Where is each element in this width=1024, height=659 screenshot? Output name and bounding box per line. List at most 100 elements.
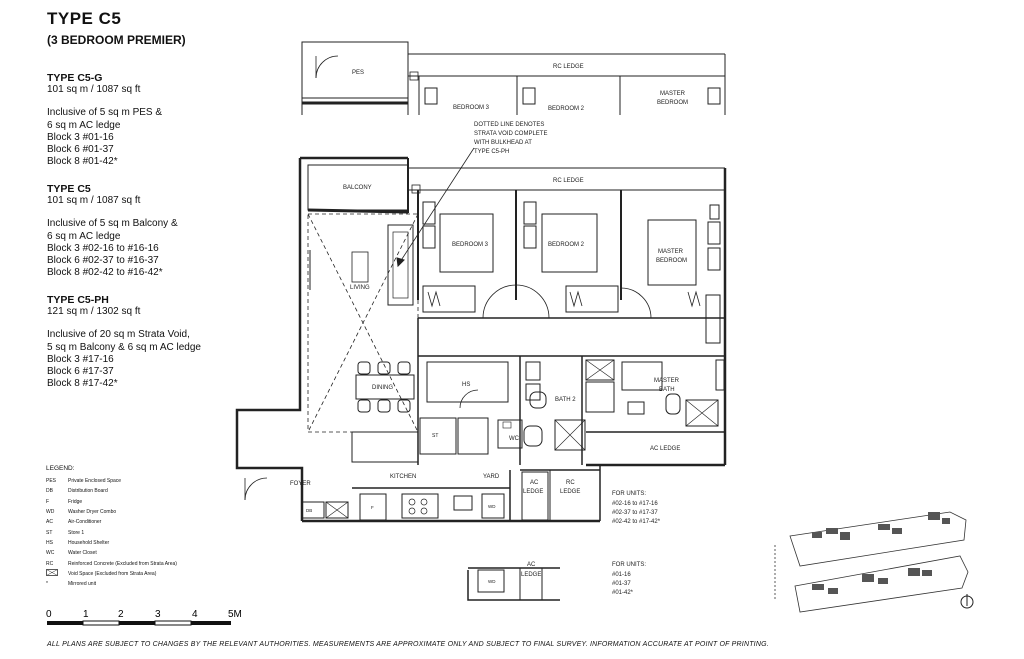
balcony-label: BALCONY [343, 185, 372, 191]
legend-desc: Store 1 [68, 529, 85, 536]
legend-key: WD [46, 509, 55, 516]
legend-item: ST Store 1 [46, 527, 177, 537]
wd-label: WD [488, 579, 496, 584]
type-line: Block 8 #02-42 to #16-42* [47, 267, 163, 279]
master-label: MASTER [660, 91, 686, 97]
page-subtitle: (3 BEDROOM PREMIER) [47, 33, 186, 47]
type-area: 121 sq m / 1302 sq ft [47, 306, 141, 318]
f-label: F [371, 505, 374, 510]
bedroom3-label: BEDROOM 3 [453, 105, 490, 111]
void-note-line: WITH BULKHEAD AT [474, 140, 532, 146]
units-title: FOR UNITS: [612, 562, 646, 568]
units-line: #02-42 to #17-42* [612, 519, 661, 525]
legend-item: AC Air-Conditioner [46, 517, 177, 527]
type-c5ph-info: TYPE C5-PH 121 sq m / 1302 sq ft Inclusi… [47, 294, 277, 390]
scale-tick-label: 4 [192, 609, 198, 620]
type-c5-info: TYPE C5 101 sq m / 1087 sq ft Inclusive … [47, 183, 277, 279]
pes-label: PES [352, 70, 364, 76]
legend-key: AC [46, 519, 53, 526]
wd-label: WD [488, 504, 496, 509]
type-area: 101 sq m / 1087 sq ft [47, 195, 141, 207]
ledge-label: LEDGE [521, 572, 541, 578]
rc-label: RC [566, 480, 575, 486]
foyer-label: FOYER [290, 481, 311, 487]
type-area: 101 sq m / 1087 sq ft [47, 84, 141, 96]
units-line: #01-16 [612, 572, 631, 578]
legend-item: * Mirrored unit [46, 579, 177, 589]
units-line: #01-42* [612, 590, 634, 596]
legend-key: PES [46, 478, 57, 485]
ledge-label: LEDGE [523, 489, 543, 495]
void-note-line: TYPE C5-PH [474, 149, 509, 155]
type-name: TYPE C5 [47, 183, 91, 195]
void-note-line: STRATA VOID COMPLETE [474, 131, 547, 137]
master-bath-label: MASTER [654, 378, 680, 384]
legend-item: DB Distribution Board [46, 486, 177, 496]
legend-desc: Air-Conditioner [68, 519, 102, 526]
legend-desc: Water Closet [68, 550, 97, 557]
scale-tick-label: 3 [155, 609, 161, 620]
legend-key: DB [46, 488, 53, 495]
legend-desc: Household Shelter [68, 539, 110, 546]
hs-label: HS [462, 382, 470, 388]
ac-ledge-label: AC LEDGE [650, 446, 680, 452]
units-line: #02-37 to #17-37 [612, 510, 658, 516]
type-line: 6 sq m AC ledge [47, 230, 121, 242]
type-name: TYPE C5-PH [47, 294, 109, 306]
yard-label: YARD [483, 474, 500, 480]
pes-area [301, 41, 409, 99]
legend-key: ST [46, 529, 53, 536]
type-line: Block 3 #02-16 to #16-16 [47, 242, 159, 254]
page-title: TYPE C5 [47, 9, 122, 28]
legend-key: HS [46, 539, 53, 546]
type-line: 5 sq m Balcony & 6 sq m AC ledge [47, 341, 201, 353]
legend-desc: Washer Dryer Combo [68, 509, 117, 516]
type-line: Inclusive of 20 sq m Strata Void, [47, 329, 190, 341]
legend-desc: Distribution Board [68, 488, 108, 495]
ledge-label: LEDGE [560, 489, 580, 495]
type-line: Block 8 #17-42* [47, 378, 118, 390]
legend-key: F [46, 498, 50, 505]
north-arrow-icon [960, 594, 974, 609]
type-line: Block 6 #01-37 [47, 144, 114, 156]
bedroom3-label: BEDROOM 3 [452, 242, 489, 248]
bedroom-label: BEDROOM [656, 258, 687, 264]
legend-item: Void Space (Excluded from Strata Area) [46, 569, 177, 579]
legend-item: WC Water Closet [46, 548, 177, 558]
type-line: 6 sq m AC ledge [47, 119, 121, 131]
legend-desc: Mirrored unit [68, 581, 97, 588]
void-note-line: DOTTED LINE DENOTES [474, 122, 544, 128]
type-line: Block 3 #01-16 [47, 131, 114, 143]
ac-label: AC [530, 480, 539, 486]
units-line: #02-16 to #17-16 [612, 501, 658, 507]
type-line: Inclusive of 5 sq m Balcony & [47, 218, 178, 230]
type-line: Block 6 #02-37 to #16-37 [47, 255, 159, 267]
legend-title: LEGEND: [46, 465, 75, 472]
legend-key: * [46, 581, 48, 588]
dining-label: DINING [372, 385, 393, 391]
legend-item: HS Household Shelter [46, 538, 177, 548]
legend: LEGEND: PES Private Enclosed Space DB Dist… [46, 465, 177, 589]
type-line: Inclusive of 5 sq m PES & [47, 107, 163, 119]
rc-ledge-label: RC LEDGE [553, 178, 584, 184]
legend-desc: Void Space (Excluded from Strata Area) [68, 570, 157, 577]
units-title: FOR UNITS: [612, 491, 646, 497]
kitchen-label: KITCHEN [390, 474, 416, 480]
scale-tick-label: 5M [228, 609, 242, 620]
wc-label: WC [509, 436, 520, 442]
type-line: Block 3 #17-16 [47, 353, 114, 365]
scale-tick-label: 1 [83, 609, 89, 620]
master-label: MASTER [658, 249, 684, 255]
bath-label: BATH [659, 387, 675, 393]
legend-item: PES Private Enclosed Space [46, 476, 177, 486]
legend-key: WC [46, 550, 55, 557]
legend-desc: Private Enclosed Space [68, 478, 122, 485]
db-label: DB [306, 508, 312, 513]
legend-desc: Reinforced Concrete (Excluded from Strat… [68, 560, 177, 567]
scale-tick-label: 0 [46, 609, 52, 620]
legend-item: WD Washer Dryer Combo [46, 507, 177, 517]
rc-ledge-label: RC LEDGE [553, 64, 584, 70]
key-plan-map [774, 511, 969, 613]
st-label: ST [432, 433, 438, 439]
